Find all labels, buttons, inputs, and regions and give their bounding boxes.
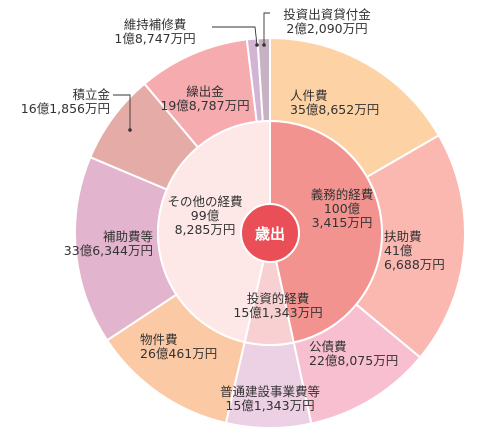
outer-label-amount: 19億8,787万円 xyxy=(160,98,249,113)
inner-label-amount-man: 3,415万円 xyxy=(312,215,373,230)
outer-label-name: 補助費等 xyxy=(103,229,153,244)
outer-label-amount: 16億1,856万円 xyxy=(21,101,110,116)
inner-label-name: 投資的経費 xyxy=(247,291,310,306)
outer-label-amount: 22億8,075万円 xyxy=(309,353,398,368)
outer-label-name: 人件費 xyxy=(290,88,328,103)
leader-ijihoshuhi-dot xyxy=(255,43,259,47)
outer-label-amount: 15億1,343万円 xyxy=(225,398,314,413)
outer-label-name: 物件費 xyxy=(140,332,178,347)
inner-ring xyxy=(157,119,383,346)
outer-label-name: 普通建設事業費等 xyxy=(220,384,320,399)
outer-label-amount: 35億8,652万円 xyxy=(290,102,379,117)
leader-tsumitatekin-dot xyxy=(128,128,132,132)
outer-label-amount: 1億8,747万円 xyxy=(114,31,195,46)
outer-label-amount: 33億6,344万円 xyxy=(64,243,153,258)
inner-label-amount-oku: 100億 xyxy=(324,201,361,216)
outer-label-amount: 2億2,090万円 xyxy=(286,21,367,36)
outer-label-name: 扶助費 xyxy=(384,229,422,244)
center-badge xyxy=(240,203,300,263)
outer-label-name: 維持補修費 xyxy=(124,17,187,32)
leader-tsumitatekin xyxy=(113,94,131,130)
outer-label-name: 投資出資貸付金 xyxy=(283,7,371,22)
outer-label-name: 積立金 xyxy=(72,87,110,102)
leader-ijihoshuhi xyxy=(212,26,258,46)
outer-label-amount: 26億461万円 xyxy=(140,346,217,361)
outer-label-amount-oku: 41億 xyxy=(384,243,413,258)
outer-label-amount-man: 6,688万円 xyxy=(384,257,445,272)
inner-label-amount: 15億1,343万円 xyxy=(233,305,322,320)
inner-label-amount-man: 8,285万円 xyxy=(175,222,236,237)
center-label: 歳出 xyxy=(255,225,285,243)
inner-slice-2 xyxy=(157,119,271,344)
outer-label-name: 繰出金 xyxy=(186,84,224,99)
inner-label-name: その他の経費 xyxy=(167,194,242,209)
leader-toushishusshi xyxy=(263,12,270,45)
outer-label-name: 公債費 xyxy=(309,339,347,354)
leader-toushishusshi-dot xyxy=(262,43,266,47)
inner-label-amount-oku: 99億 xyxy=(191,208,220,223)
inner-label-name: 義務的経費 xyxy=(311,187,374,202)
leader-lines xyxy=(113,12,270,132)
inner-slice-0 xyxy=(269,119,383,344)
